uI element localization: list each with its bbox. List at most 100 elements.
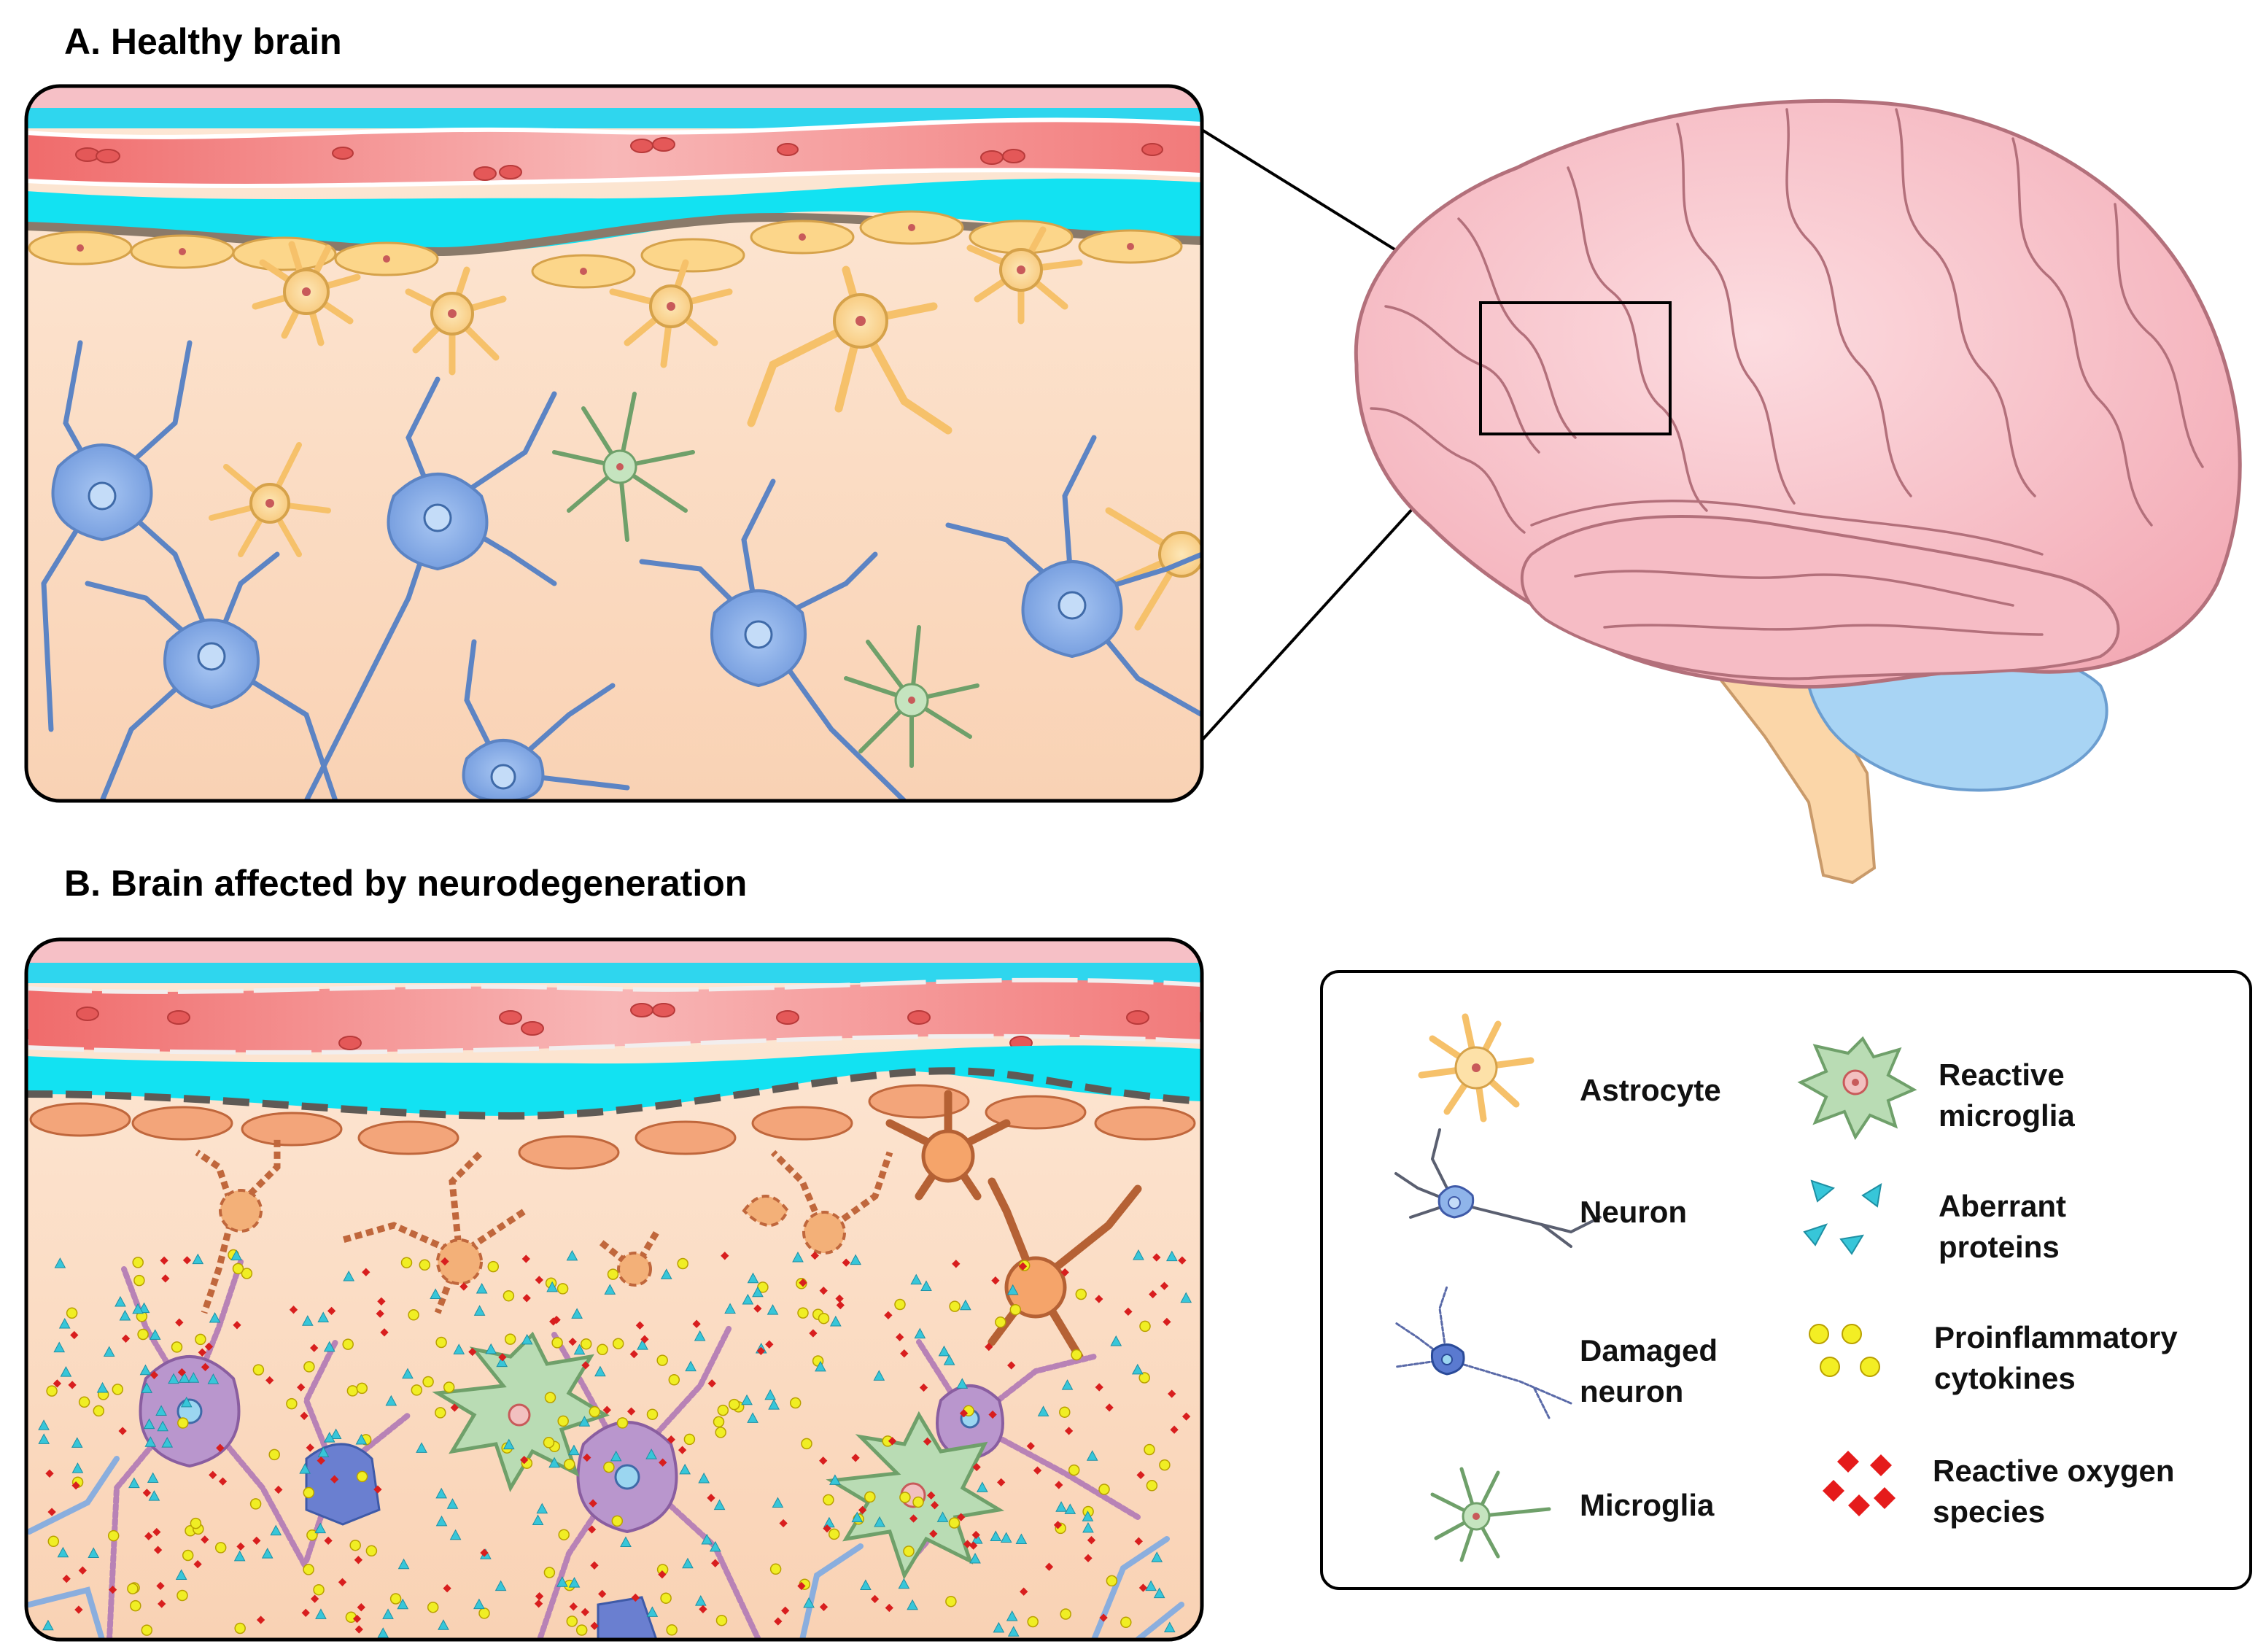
cytokine-dot <box>249 1498 262 1510</box>
aberrant-protein-mark <box>317 1446 330 1457</box>
cytokine-dot <box>478 1608 490 1619</box>
ros-mark <box>324 1536 333 1546</box>
cytokine-dot <box>286 1397 298 1410</box>
aberrant-protein-mark <box>685 1360 697 1372</box>
cytokine-dot <box>1075 1288 1087 1300</box>
cytokine-dot <box>389 1593 402 1605</box>
ros-mark <box>459 1282 468 1291</box>
cytokine-dot <box>1106 1575 1118 1587</box>
ros-mark <box>142 1489 152 1497</box>
cytokine-dot <box>566 1616 578 1627</box>
aberrant-protein-mark <box>38 1433 50 1444</box>
aberrant-protein-mark <box>829 1315 842 1327</box>
ros-mark <box>297 1383 306 1392</box>
cytokine-dot <box>713 1416 725 1428</box>
ros-mark <box>158 1599 166 1608</box>
ros-mark <box>884 1311 893 1319</box>
aberrant-protein-mark <box>397 1558 410 1570</box>
aberrant-protein-mark <box>936 1511 949 1522</box>
aberrant-protein-mark <box>58 1317 71 1329</box>
aberrant-protein-mark <box>1166 1250 1178 1262</box>
ros-mark <box>602 1405 611 1414</box>
cytokine-dot <box>1159 1459 1171 1471</box>
ros-mark <box>659 1458 667 1467</box>
aberrant-protein-mark <box>178 1372 190 1383</box>
aberrant-protein-mark <box>747 1272 759 1284</box>
ros-mark <box>338 1578 347 1586</box>
ros-mark <box>952 1260 961 1268</box>
aberrant-protein-mark <box>815 1360 826 1372</box>
ros-mark <box>1099 1613 1108 1622</box>
aberrant-protein-mark <box>1055 1501 1067 1512</box>
ros-mark <box>160 1256 168 1265</box>
pathology-particles <box>38 1249 1192 1638</box>
aberrant-protein-mark <box>476 1282 488 1294</box>
cytokine-dot <box>232 1263 244 1275</box>
aberrant-protein-mark <box>977 1481 988 1492</box>
ros-mark <box>1095 1295 1103 1303</box>
aberrant-protein-mark <box>96 1381 109 1393</box>
cytokine-dot <box>543 1437 555 1449</box>
aberrant-protein-mark <box>435 1487 448 1499</box>
cytokine-dot <box>611 1515 624 1527</box>
cytokine-dot <box>241 1268 253 1279</box>
ros-mark <box>1124 1307 1133 1316</box>
cytokine-dot <box>1146 1480 1158 1492</box>
aberrant-protein-mark <box>910 1273 923 1285</box>
aberrant-protein-mark <box>573 1343 586 1355</box>
cytokine-dot <box>1009 1303 1022 1316</box>
aberrant-protein-mark <box>71 1437 83 1448</box>
cytokine-dot <box>544 1392 556 1403</box>
aberrant-protein-mark <box>377 1627 389 1638</box>
cytokine-dot <box>603 1461 615 1473</box>
aberrant-protein-mark <box>698 1472 710 1484</box>
ros-mark <box>797 1581 806 1591</box>
aberrant-protein-mark <box>767 1304 779 1315</box>
ros-mark <box>1170 1425 1179 1434</box>
aberrant-protein-mark <box>128 1477 140 1489</box>
ros-mark <box>626 1407 636 1416</box>
aberrant-protein-mark <box>752 1286 764 1298</box>
aberrant-protein-mark <box>1082 1521 1094 1533</box>
cytokine-dot <box>137 1328 149 1341</box>
cytokine-dot <box>557 1415 569 1427</box>
ros-mark <box>300 1411 309 1420</box>
aberrant-protein-mark <box>119 1309 131 1321</box>
ros-mark <box>218 1477 228 1486</box>
aberrant-protein-mark <box>960 1299 971 1311</box>
ros-mark <box>301 1608 310 1617</box>
cytokine-dot <box>112 1384 124 1395</box>
cytokine-dot <box>715 1614 728 1626</box>
cytokine-dot <box>411 1384 423 1396</box>
aberrant-protein-mark <box>566 1249 578 1261</box>
ros-mark <box>1160 1281 1169 1290</box>
aberrant-protein-mark <box>149 1329 161 1340</box>
ros-mark <box>923 1437 932 1446</box>
cytokine-dot <box>313 1583 325 1596</box>
aberrant-protein-mark <box>314 1522 327 1534</box>
ros-mark <box>354 1625 363 1634</box>
ros-mark <box>711 1559 720 1567</box>
aberrant-protein-mark <box>323 1341 335 1352</box>
ros-mark <box>640 1335 649 1343</box>
aberrant-protein-mark <box>157 1420 168 1432</box>
ros-mark <box>177 1368 187 1377</box>
cytokine-dot <box>141 1624 153 1636</box>
aberrant-protein-mark <box>1007 1626 1020 1637</box>
cytokine-dot <box>422 1376 434 1388</box>
ros-mark <box>522 1294 531 1303</box>
aberrant-protein-mark <box>860 1579 872 1590</box>
aberrant-protein-mark <box>161 1437 174 1448</box>
aberrant-protein-mark <box>969 1552 981 1564</box>
ros-mark <box>480 1548 489 1557</box>
ros-mark <box>209 1470 217 1479</box>
legend-label-ros: Reactive oxygen species <box>1933 1454 2175 1529</box>
aberrant-protein-mark <box>914 1327 926 1339</box>
aberrant-protein-mark <box>88 1547 100 1558</box>
cytokine-dot <box>252 1364 265 1376</box>
panel-b-title: Brain affected by neurodegeneration <box>110 863 748 904</box>
cytokine-dot <box>1060 1608 1071 1620</box>
legend-label-neuron: Neuron <box>1580 1195 1687 1229</box>
aberrant-proteins-icon <box>1803 1179 1882 1255</box>
cytokine-dot <box>132 1257 144 1268</box>
